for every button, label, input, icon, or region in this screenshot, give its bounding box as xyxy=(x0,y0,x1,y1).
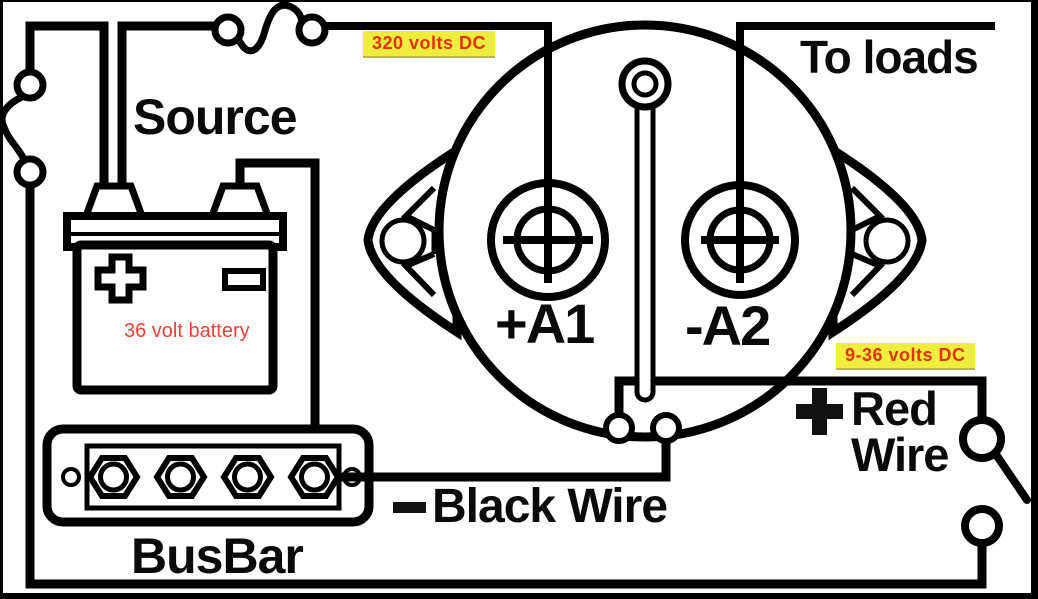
switch-contact-bottom xyxy=(961,505,1003,547)
wire-fuse-to-a1 xyxy=(324,22,593,283)
busbar-hole-left xyxy=(61,467,81,487)
solenoid-ear-hole-left xyxy=(379,217,427,265)
terminal-a2-label: -A2 xyxy=(685,294,771,357)
toggle-switch xyxy=(959,416,1031,547)
battery-plus-mark xyxy=(94,253,147,304)
wire-positive-to-fuse xyxy=(117,21,216,194)
black-wire-label: Black Wire xyxy=(432,480,668,533)
solenoid-actuator xyxy=(618,57,672,403)
minus-icon xyxy=(393,502,426,513)
solenoid-ear-hole-right xyxy=(863,217,911,265)
switch-lever xyxy=(991,449,1031,504)
busbar-nuts xyxy=(86,455,342,499)
source-voltage-note: 320 volts DC xyxy=(363,31,496,58)
plus-icon xyxy=(796,388,843,435)
solenoid-ear-left xyxy=(363,141,462,341)
switch-contact-top xyxy=(959,416,1005,462)
wire-negative-to-busbar xyxy=(235,158,320,470)
red-wire-label: Red Wire xyxy=(851,382,949,482)
busbar-label: BusBar xyxy=(131,528,304,584)
solenoid-ear-right xyxy=(828,141,927,341)
to-loads-label: To loads xyxy=(800,31,979,83)
wire-red-solenoid-to-switch xyxy=(614,376,987,424)
battery-negative-post xyxy=(206,182,274,220)
red-wire-line1: Red xyxy=(851,382,938,435)
solenoid-small-terminal-left xyxy=(603,412,635,444)
battery-positive-post xyxy=(80,182,148,220)
red-wire-line2: Wire xyxy=(851,428,949,482)
battery-voltage-note: 36 volt battery xyxy=(124,320,250,342)
battery-minus-mark xyxy=(222,268,266,291)
fuse-top xyxy=(211,1,329,55)
busbar-nut xyxy=(86,455,141,499)
battery xyxy=(63,182,287,395)
busbar-nut xyxy=(153,455,208,499)
wire-positive-left-branch xyxy=(25,21,987,589)
busbar xyxy=(42,424,374,527)
busbar-nut xyxy=(220,455,275,499)
busbar-nut xyxy=(287,455,342,499)
source-label: Source xyxy=(133,89,298,145)
fuse-left xyxy=(0,68,47,189)
wire-black-busbar-to-solenoid xyxy=(330,436,671,482)
solenoid-small-terminal-right xyxy=(650,412,682,444)
wire-a2-to-loads xyxy=(701,22,995,283)
terminal-a1-label: +A1 xyxy=(495,292,595,355)
output-voltage-note: 9-36 volts DC xyxy=(836,343,975,370)
